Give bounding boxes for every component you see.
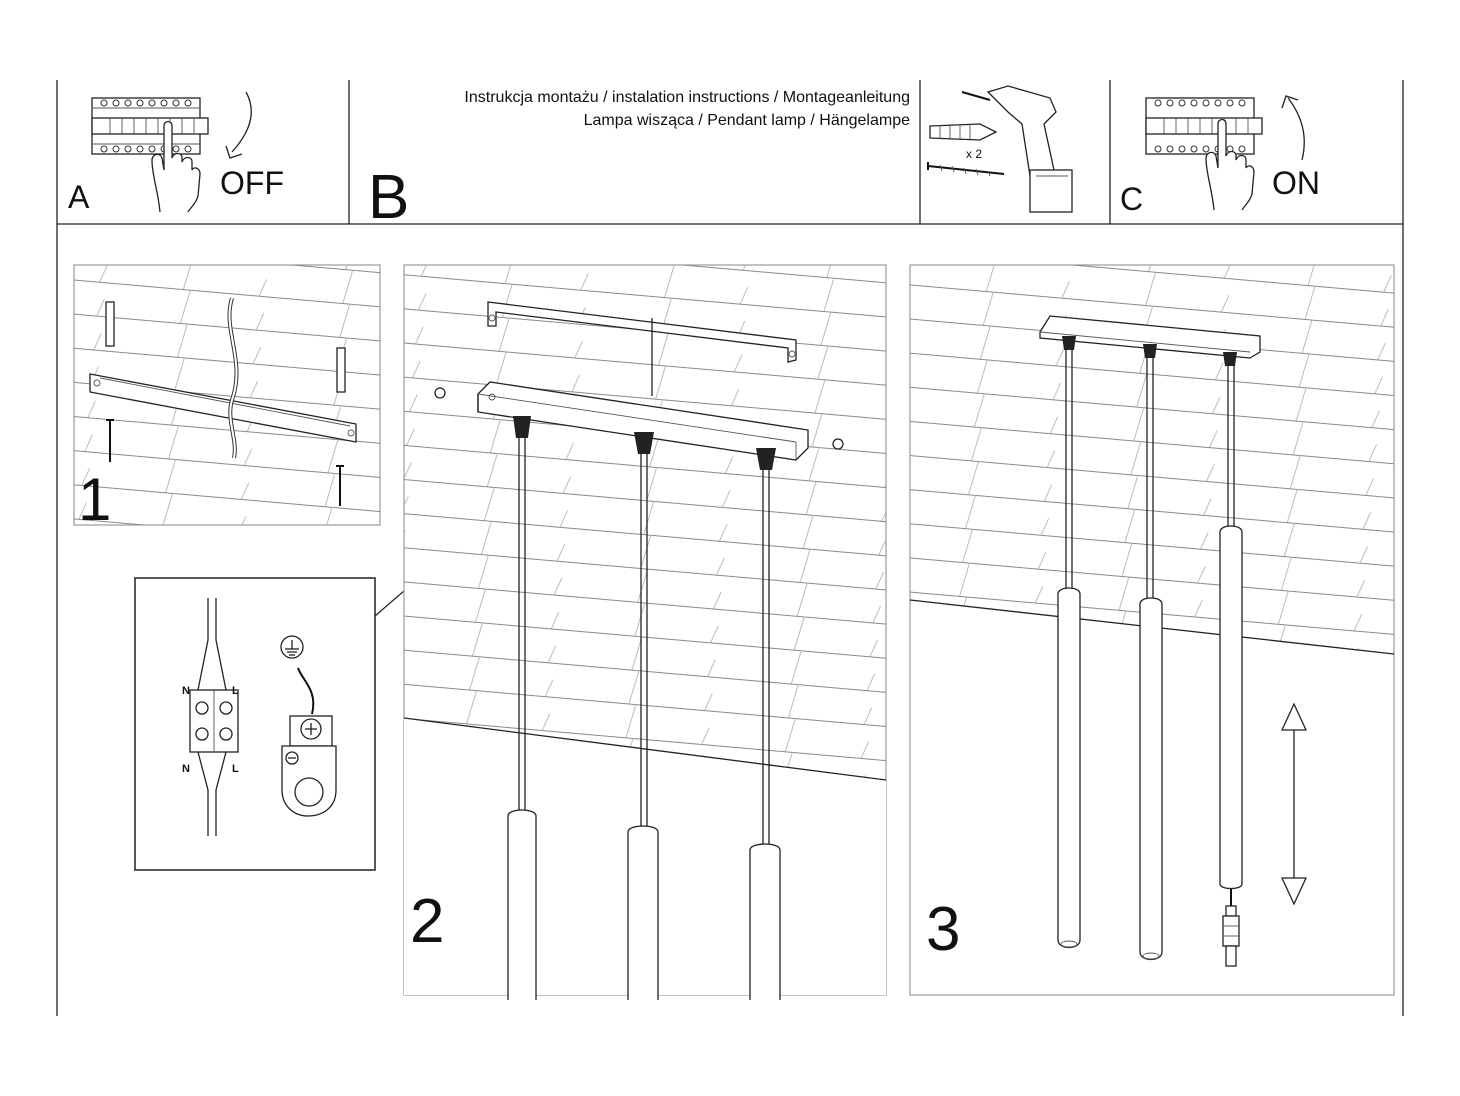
live-label-top: L xyxy=(232,685,239,697)
pendant-lamp xyxy=(1219,352,1243,967)
pendant-lamp xyxy=(627,432,659,1000)
step-1-label: 1 xyxy=(78,466,111,533)
page-frame xyxy=(56,80,1404,1016)
screw-icon xyxy=(434,387,844,450)
bulb-socket-icon xyxy=(1222,905,1240,967)
step-b-label: B xyxy=(368,163,409,232)
off-label: OFF xyxy=(220,165,284,201)
circuit-breaker-icon xyxy=(91,97,209,155)
switch-down-arrow-icon xyxy=(225,91,252,159)
wall-plug-icon xyxy=(929,123,998,141)
step-2-panel: 2 xyxy=(403,264,887,1000)
canopy xyxy=(477,381,809,461)
step-a-label: A xyxy=(68,179,90,215)
pendant-lamp xyxy=(507,416,537,1000)
wiring-detail-panel: N L N L xyxy=(134,381,647,871)
hand-icon xyxy=(151,120,201,213)
on-label: ON xyxy=(1272,165,1320,201)
step-3-panel: 3 xyxy=(909,264,1395,996)
drill-panel: x 2 xyxy=(927,85,1073,213)
live-label-bottom: L xyxy=(232,763,239,775)
step-1-panel: 1 xyxy=(73,264,381,533)
step-2-label: 2 xyxy=(410,887,444,956)
terminal-block xyxy=(189,598,239,836)
step-3-label: 3 xyxy=(926,895,960,964)
canopy xyxy=(1039,315,1261,359)
height-adjust-arrow-icon xyxy=(1280,702,1308,906)
screw-icon xyxy=(927,162,1005,177)
pendant-lamp xyxy=(749,448,781,1000)
title-line-2: Lampa wisząca / Pendant lamp / Hängelamp… xyxy=(584,112,911,129)
ground-symbol-icon xyxy=(280,635,304,659)
wall-plug-icon xyxy=(105,301,346,393)
drill-icon xyxy=(961,85,1073,213)
step-c-label: C xyxy=(1120,181,1143,217)
switch-up-arrow-icon xyxy=(1281,95,1305,161)
pendant-lamp xyxy=(1057,336,1081,949)
hand-icon xyxy=(1205,118,1255,211)
pendant-lamp xyxy=(1139,344,1163,961)
ground-terminal-icon xyxy=(281,715,337,817)
drill-quantity: x 2 xyxy=(966,147,982,161)
step-c-panel: C ON xyxy=(1120,95,1320,217)
circuit-breaker-icon xyxy=(1145,97,1263,155)
neutral-label-bottom: N xyxy=(182,763,190,775)
screw-icon xyxy=(106,419,344,506)
mounting-bracket xyxy=(89,373,357,443)
title-line-1: Instrukcja montażu / instalation instruc… xyxy=(464,89,910,106)
mounting-bracket xyxy=(487,301,797,363)
neutral-label-top: N xyxy=(182,685,190,697)
step-a-panel: A OFF xyxy=(68,91,284,215)
